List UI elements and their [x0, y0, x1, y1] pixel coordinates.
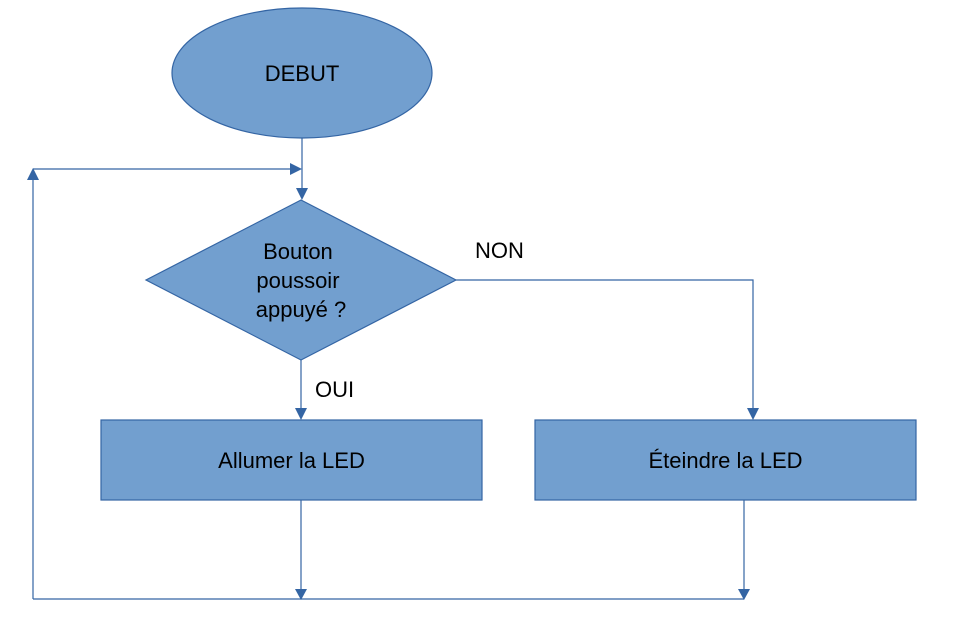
action-off-label: Éteindre la LED [648, 448, 802, 473]
branch-no-label: NON [475, 238, 524, 263]
action-off-node [534, 419, 917, 501]
action-on-node [100, 419, 483, 501]
arrowhead-action-off [747, 408, 759, 420]
arrowhead-loop-off [738, 589, 750, 600]
decision-label-line-2: poussoir [256, 268, 339, 293]
decision-label: Bouton poussoir appuyé ? [256, 239, 347, 322]
arrowhead-loop-up [27, 168, 39, 180]
arrowhead-loop-on [295, 589, 307, 600]
arrowhead-action-on [295, 408, 307, 420]
action-on-label: Allumer la LED [218, 448, 365, 473]
arrowhead-decision-top [296, 188, 308, 200]
decision-label-line-1: Bouton [263, 239, 333, 264]
branch-yes-label: OUI [315, 377, 354, 402]
decision-label-line-3: appuyé ? [256, 297, 347, 322]
arrowhead-loop-return [290, 163, 302, 175]
connector-decision-to-off [456, 279, 754, 410]
start-label: DEBUT [265, 61, 340, 86]
